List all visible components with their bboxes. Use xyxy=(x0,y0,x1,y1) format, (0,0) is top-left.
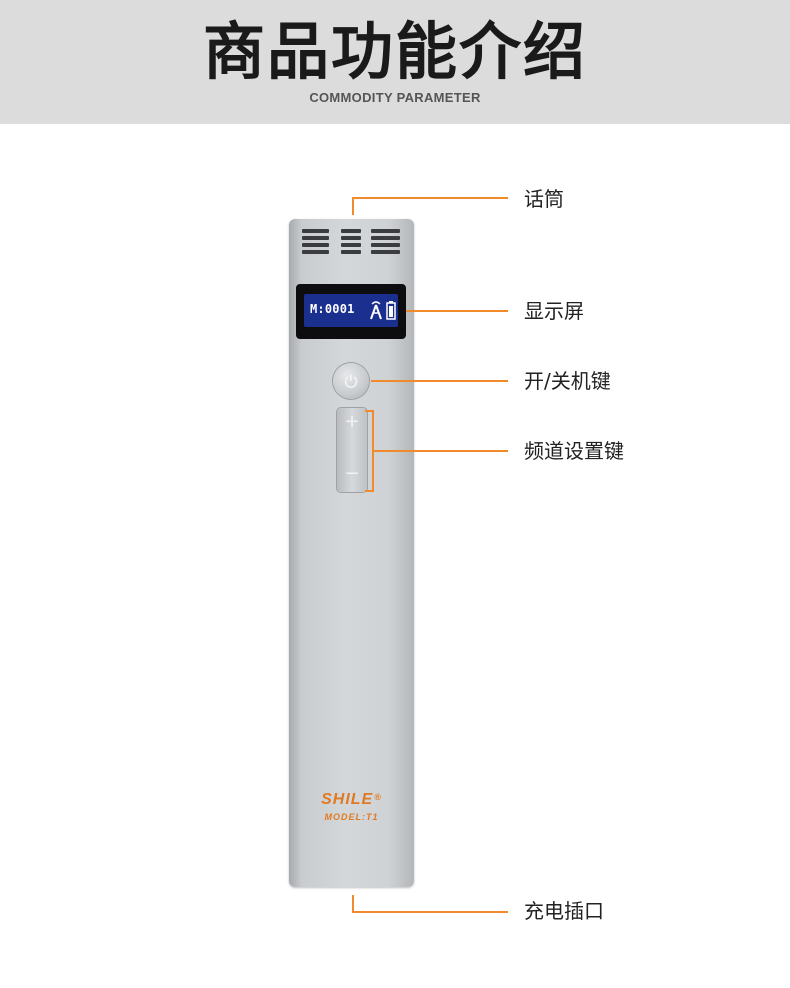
device-body: M:0001 + − SHILE® MODEL:T1 xyxy=(289,219,414,887)
page-title: 商品功能介绍 xyxy=(202,15,587,88)
antenna-icon xyxy=(370,301,382,320)
callout-line-channel xyxy=(372,450,508,452)
display-panel: M:0001 xyxy=(304,294,398,327)
plus-icon[interactable]: + xyxy=(344,411,360,432)
callout-bracket-bottom xyxy=(365,490,374,492)
screen-channel-text: M:0001 xyxy=(310,302,355,316)
callout-line-charging-h xyxy=(352,911,508,913)
display-screen: M:0001 xyxy=(296,284,406,339)
callout-line-power xyxy=(371,380,508,382)
channel-rocker[interactable]: + − xyxy=(337,408,367,492)
battery-icon xyxy=(386,301,396,320)
microphone-grille-left xyxy=(302,229,329,257)
power-button[interactable] xyxy=(333,363,369,399)
label-channel: 频道设置键 xyxy=(524,439,624,463)
label-charging: 充电插口 xyxy=(524,899,604,923)
callout-bracket-top xyxy=(365,410,374,412)
callout-line-charging xyxy=(352,895,354,913)
callout-line-microphone-h xyxy=(352,197,508,199)
brand-logo: SHILE® xyxy=(321,791,382,808)
microphone-grille-right xyxy=(371,229,400,257)
label-display: 显示屏 xyxy=(524,299,584,323)
label-microphone: 话筒 xyxy=(524,187,564,211)
microphone-grille-center xyxy=(341,229,361,257)
label-power: 开/关机键 xyxy=(524,369,611,393)
power-icon xyxy=(344,374,358,388)
page-subtitle: COMMODITY PARAMETER xyxy=(309,90,481,105)
model-label: MODEL:T1 xyxy=(324,812,379,822)
callout-line-display xyxy=(406,310,508,312)
callout-line-microphone xyxy=(352,197,354,215)
minus-icon[interactable]: − xyxy=(344,463,360,484)
header-banner: 商品功能介绍 COMMODITY PARAMETER xyxy=(0,0,790,124)
